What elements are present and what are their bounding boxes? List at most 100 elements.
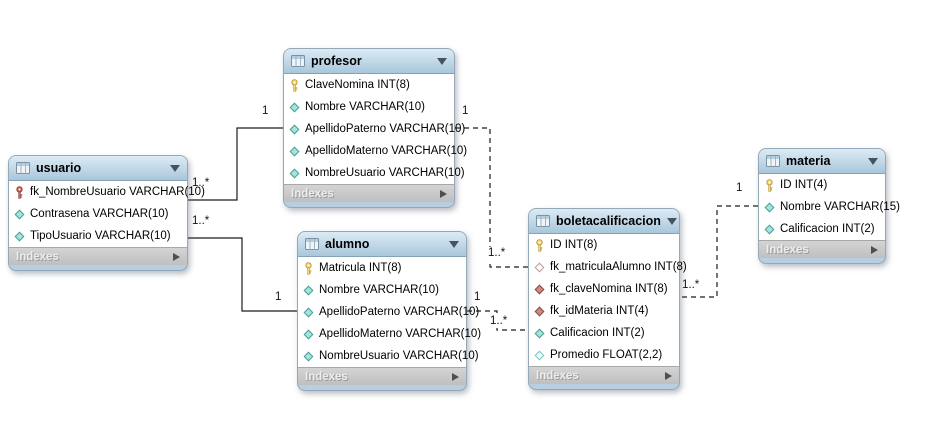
table-name: alumno — [325, 237, 370, 251]
column-label: ApellidoMaterno VARCHAR(10) — [305, 145, 468, 157]
column-row[interactable]: Contrasena VARCHAR(10) — [9, 203, 187, 225]
connection-profesor-boletacalificacion[interactable] — [455, 127, 528, 268]
column-row[interactable]: Nombre VARCHAR(10) — [284, 96, 454, 118]
table-header[interactable]: profesor — [284, 49, 454, 74]
table-name: profesor — [311, 54, 362, 68]
column-row[interactable]: ApellidoMaterno VARCHAR(10) — [284, 140, 467, 162]
column-label: ApellidoMaterno VARCHAR(10) — [319, 328, 482, 340]
cardinality-label: 1 — [735, 182, 744, 195]
column-icon — [289, 124, 300, 134]
table-boletacalificacion[interactable]: boletacalificacion ID INT(8) fk_matricul… — [528, 208, 687, 390]
column-icon — [289, 146, 300, 156]
indexes-label: Indexes — [766, 243, 809, 256]
column-row[interactable]: TipoUsuario VARCHAR(10) — [9, 225, 187, 247]
column-row[interactable]: Calificacion INT(2) — [529, 322, 679, 344]
column-row[interactable]: NombreUsuario VARCHAR(10) — [284, 162, 465, 184]
collapse-triangle-icon[interactable] — [170, 164, 180, 172]
table-name: materia — [786, 154, 831, 168]
column-row[interactable]: ApellidoPaterno VARCHAR(10) — [298, 301, 479, 323]
column-list: ClaveNomina INT(8) Nombre VARCHAR(10) Ap… — [284, 74, 467, 184]
indexes-footer[interactable]: Indexes — [529, 366, 679, 384]
indexes-label: Indexes — [291, 187, 334, 200]
column-label: Nombre VARCHAR(15) — [780, 201, 900, 213]
primary-key-icon — [534, 238, 545, 252]
column-icon — [289, 168, 300, 178]
indexes-footer[interactable]: Indexes — [759, 240, 885, 258]
column-row[interactable]: ApellidoMaterno VARCHAR(10) — [298, 323, 481, 345]
column-label: ID INT(4) — [780, 179, 828, 191]
column-row[interactable]: Promedio FLOAT(2,2) — [529, 344, 679, 366]
cardinality-label: 1 — [274, 291, 283, 304]
cardinality-label: 1 — [473, 291, 482, 304]
table-header[interactable]: materia — [759, 149, 885, 174]
table-header[interactable]: alumno — [298, 232, 466, 257]
table-alumno[interactable]: alumno Matricula INT(8) Nombre VARCHAR(1… — [297, 231, 481, 391]
connection-usuario-alumno[interactable] — [188, 237, 297, 312]
collapse-triangle-icon[interactable] — [437, 57, 447, 65]
column-label: Nombre VARCHAR(10) — [305, 101, 425, 113]
column-label: Nombre VARCHAR(10) — [319, 284, 439, 296]
column-label: ApellidoPaterno VARCHAR(10) — [305, 123, 466, 135]
column-list: Matricula INT(8) Nombre VARCHAR(10) Apel… — [298, 257, 481, 367]
cardinality-label: 1..* — [191, 177, 211, 190]
indexes-footer[interactable]: Indexes — [284, 184, 454, 202]
expand-arrow-icon[interactable] — [871, 245, 878, 254]
column-row[interactable]: Calificacion INT(2) — [759, 218, 885, 240]
column-icon — [764, 202, 775, 212]
collapse-triangle-icon[interactable] — [868, 157, 878, 165]
connection-materia-boletacalificacion[interactable] — [680, 205, 758, 298]
column-row[interactable]: fk_matriculaAlumno INT(8) — [529, 256, 687, 278]
table-header[interactable]: usuario — [9, 156, 187, 181]
indexes-label: Indexes — [16, 250, 59, 263]
column-row[interactable]: fk_NombreUsuario VARCHAR(10) — [9, 181, 205, 203]
column-row[interactable]: ClaveNomina INT(8) — [284, 74, 454, 96]
column-row[interactable]: ApellidoPaterno VARCHAR(10) — [284, 118, 465, 140]
column-row[interactable]: Matricula INT(8) — [298, 257, 466, 279]
column-icon — [303, 329, 314, 339]
column-row[interactable]: ID INT(8) — [529, 234, 679, 256]
cardinality-label: 1..* — [681, 279, 701, 292]
table-profesor[interactable]: profesor ClaveNomina INT(8) Nombre VARCH… — [283, 48, 467, 208]
expand-arrow-icon[interactable] — [173, 252, 180, 261]
expand-arrow-icon[interactable] — [440, 189, 447, 198]
column-row[interactable]: NombreUsuario VARCHAR(10) — [298, 345, 479, 367]
column-list: ID INT(4) Nombre VARCHAR(15) Calificacio… — [759, 174, 900, 240]
column-label: ID INT(8) — [550, 239, 598, 251]
primary-key-icon — [289, 78, 300, 92]
indexes-footer[interactable]: Indexes — [298, 367, 466, 385]
column-label: fk_claveNomina INT(8) — [550, 283, 668, 295]
column-label: ClaveNomina INT(8) — [305, 79, 410, 91]
column-row[interactable]: Nombre VARCHAR(10) — [298, 279, 466, 301]
table-icon — [16, 162, 30, 174]
table-icon — [305, 238, 319, 250]
table-name: usuario — [36, 161, 82, 175]
table-materia[interactable]: materia ID INT(4) Nombre VARCHAR(15) Cal… — [758, 148, 900, 264]
column-icon — [14, 231, 25, 241]
column-row[interactable]: fk_idMateria INT(4) — [529, 300, 679, 322]
column-row[interactable]: Nombre VARCHAR(15) — [759, 196, 900, 218]
primary-key-icon — [303, 261, 314, 275]
column-icon — [534, 328, 545, 338]
column-label: fk_matriculaAlumno INT(8) — [550, 261, 687, 273]
column-label: fk_NombreUsuario VARCHAR(10) — [30, 186, 205, 198]
column-row[interactable]: ID INT(4) — [759, 174, 885, 196]
table-header[interactable]: boletacalificacion — [529, 209, 679, 234]
collapse-triangle-icon[interactable] — [666, 217, 677, 225]
table-icon — [536, 215, 550, 227]
table-name: boletacalificacion — [556, 214, 661, 228]
collapse-triangle-icon[interactable] — [449, 240, 459, 248]
table-usuario[interactable]: usuario fk_NombreUsuario VARCHAR(10) Con… — [8, 155, 205, 271]
column-label: Contrasena VARCHAR(10) — [30, 208, 169, 220]
cardinality-label: 1..* — [489, 315, 509, 328]
column-label: NombreUsuario VARCHAR(10) — [305, 167, 465, 179]
expand-arrow-icon[interactable] — [665, 371, 672, 380]
column-label: TipoUsuario VARCHAR(10) — [30, 230, 171, 242]
column-row[interactable]: fk_claveNomina INT(8) — [529, 278, 679, 300]
primary-foreign-key-icon — [14, 185, 25, 199]
primary-key-icon — [764, 178, 775, 192]
connection-usuario-profesor[interactable] — [188, 127, 283, 201]
expand-arrow-icon[interactable] — [452, 372, 459, 381]
column-icon — [303, 307, 314, 317]
indexes-footer[interactable]: Indexes — [9, 247, 187, 265]
